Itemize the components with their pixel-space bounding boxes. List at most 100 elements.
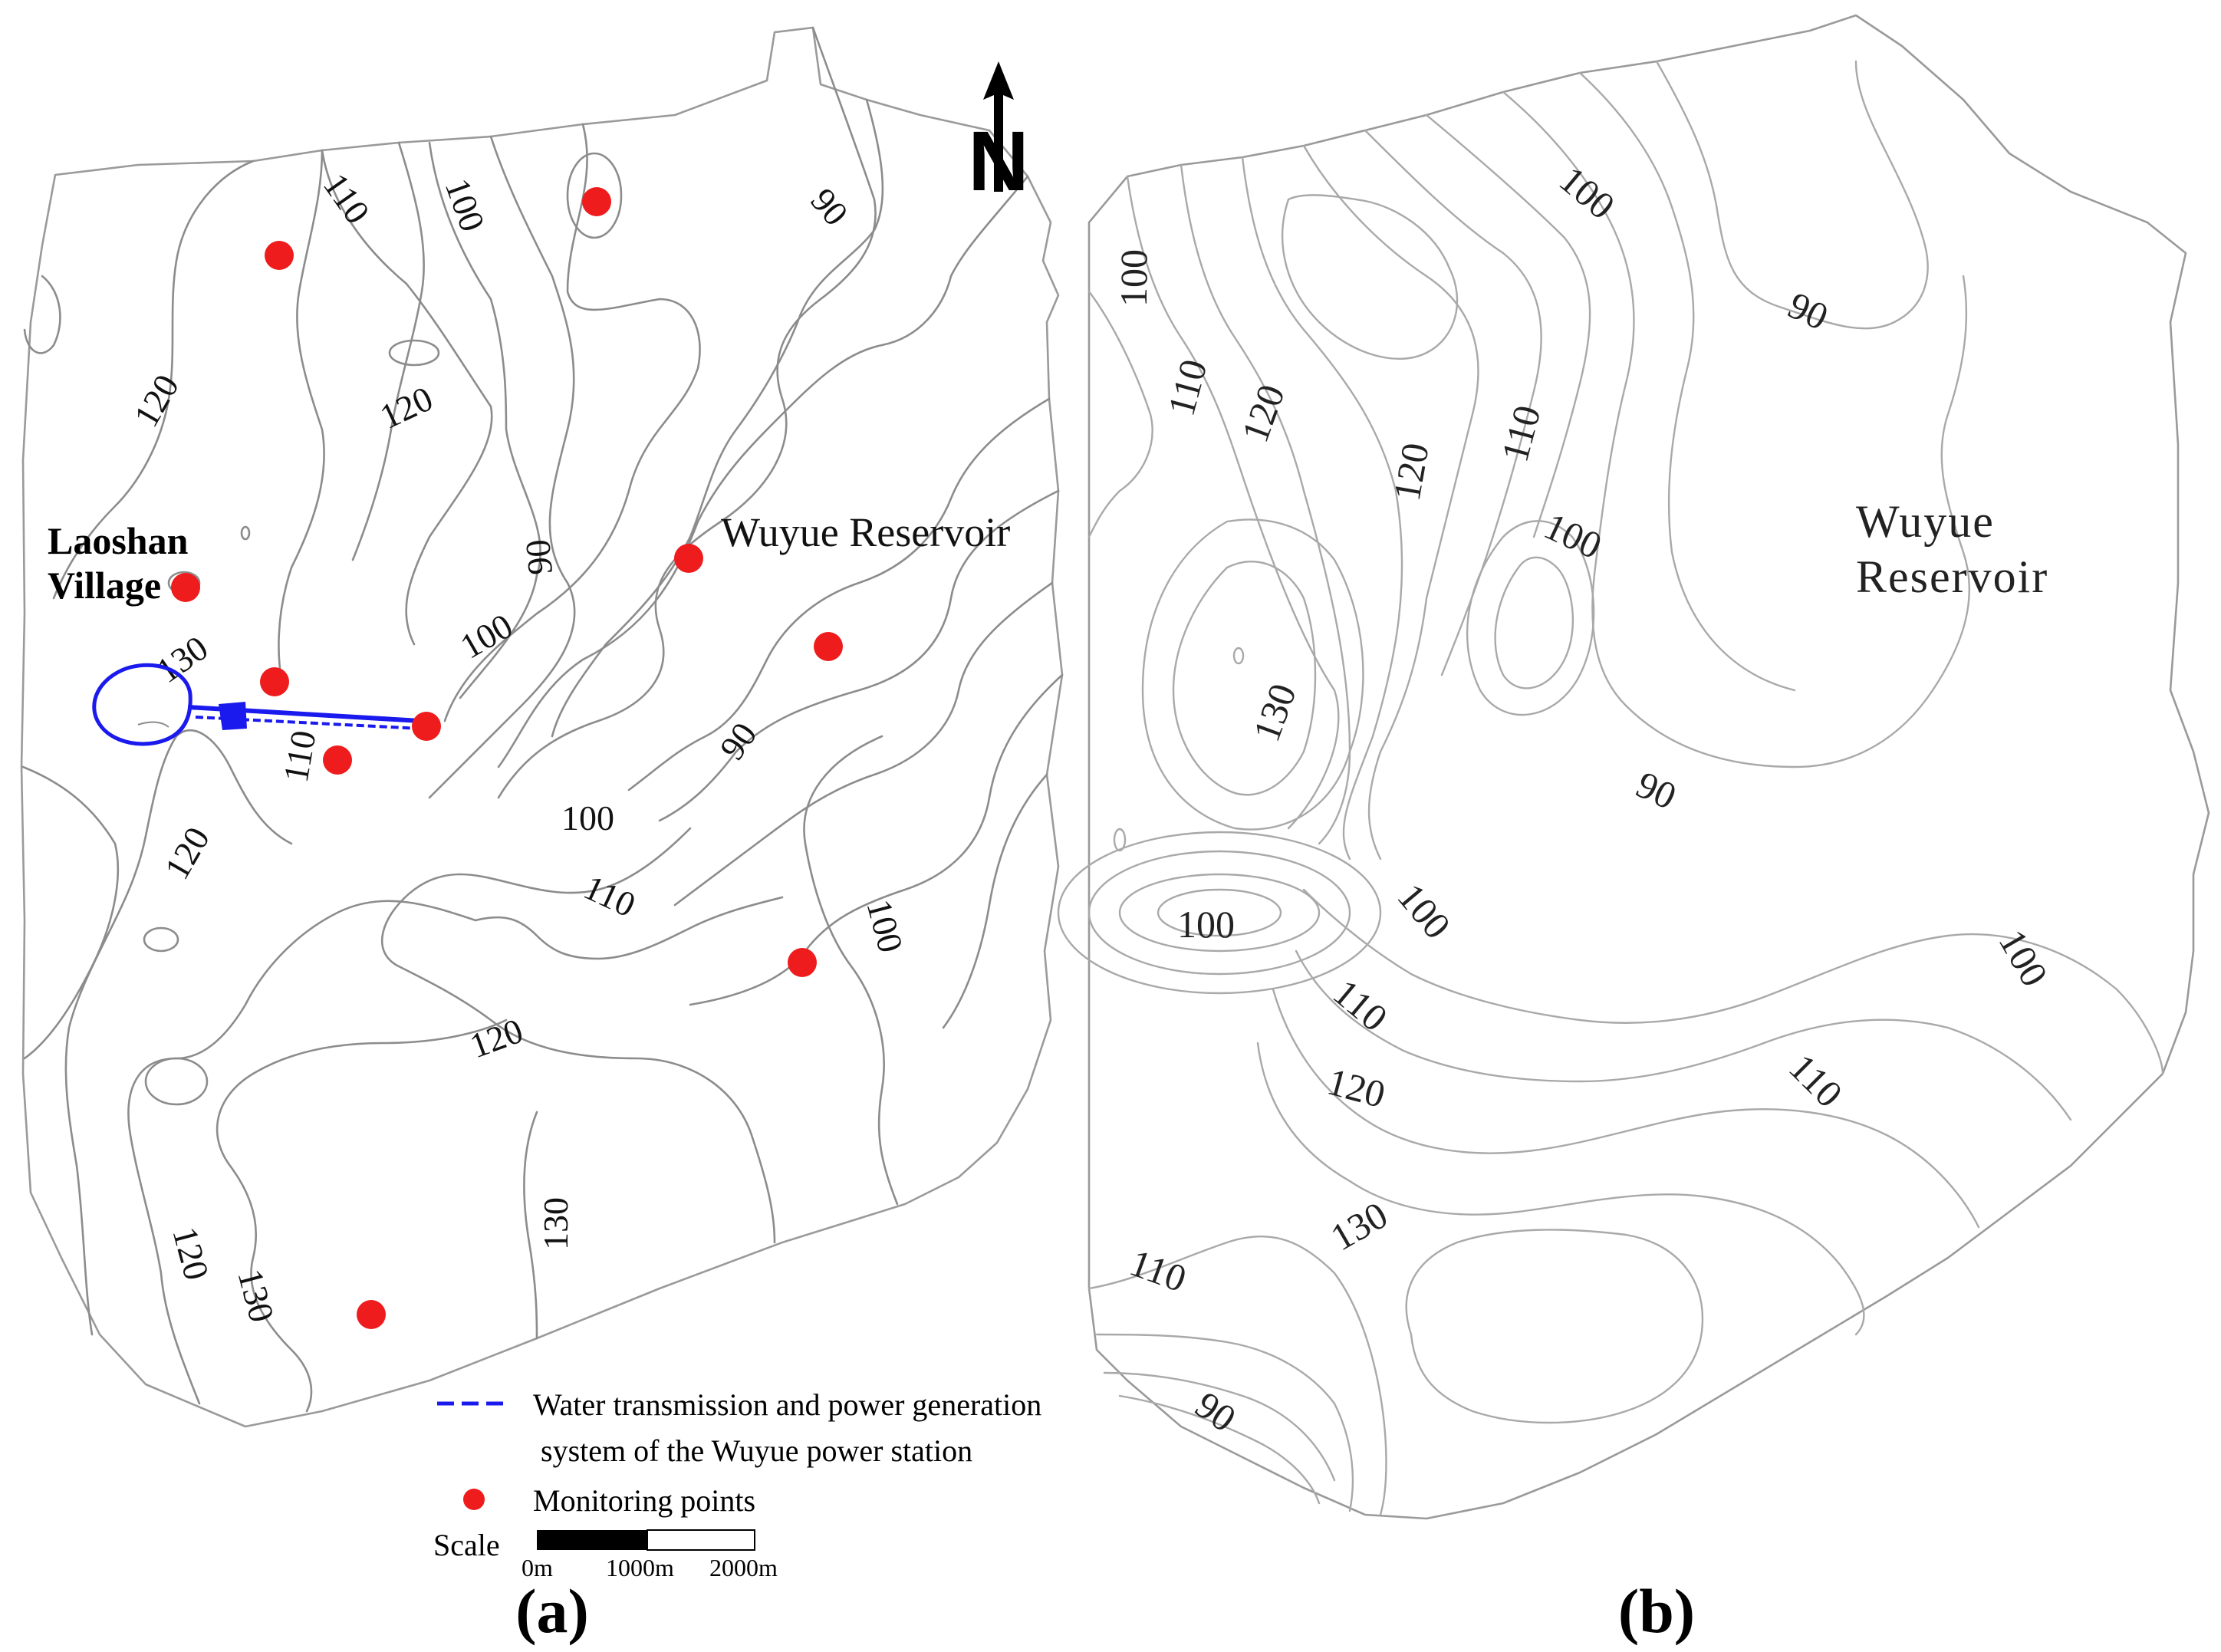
contour-label: 110	[1781, 1045, 1851, 1115]
power-station-system	[92, 663, 421, 746]
contour-line	[321, 149, 493, 646]
contour-line	[1302, 888, 2164, 1075]
contour-line	[1425, 114, 1591, 538]
monitoring-point[interactable]	[265, 241, 294, 270]
contour-line	[1118, 873, 1321, 953]
contour-line	[1256, 1042, 1865, 1336]
contour-line	[1057, 831, 1382, 995]
contour-line	[1113, 828, 1127, 852]
contour-label: 100	[438, 173, 493, 236]
panel-a-map: 110 100 90 120 120 90 130 100 110 90 120…	[20, 26, 1064, 1581]
panel-b-map: 100 90 100 110 120 120 110 100 130 90 10…	[1057, 14, 2210, 1520]
monitoring-point[interactable]	[814, 632, 843, 661]
monitoring-point[interactable]	[260, 667, 289, 696]
contour-label: 120	[1385, 439, 1437, 504]
contour-line	[1364, 129, 1542, 676]
contour-line	[627, 397, 1051, 791]
contour-line	[1172, 560, 1317, 796]
contour-line	[497, 175, 1029, 768]
monitoring-point[interactable]	[357, 1300, 386, 1329]
contour-line	[216, 1019, 508, 1413]
place-label-reservoir: Wuyue	[1856, 496, 1995, 547]
contour-line	[566, 152, 623, 239]
contour-line	[1157, 888, 1282, 937]
contour-line	[1141, 518, 1364, 831]
contour-line	[1087, 1236, 1387, 1516]
panel-a-boundary	[20, 26, 1064, 1428]
monitoring-point[interactable]	[171, 573, 200, 602]
contour-label: 120	[165, 1223, 216, 1284]
contour-line	[21, 765, 119, 1060]
place-label-reservoir: Wuyue Reservoir	[721, 509, 1010, 555]
contour-line	[144, 1057, 209, 1106]
north-arrow-icon: N	[968, 61, 1029, 209]
contour-label: 100	[1538, 504, 1608, 567]
contour-line	[1502, 90, 1971, 768]
monitoring-point[interactable]	[323, 745, 352, 775]
legend-power-system-label: system of the Wuyue power station	[541, 1433, 972, 1468]
contour-label: 110	[1124, 1241, 1192, 1301]
contour-line	[1655, 60, 1929, 330]
contour-label: 100	[1990, 923, 2056, 994]
contour-label: 100	[1551, 158, 1623, 228]
legend-power-system-label: Water transmission and power generation	[533, 1387, 1041, 1422]
scale-bar-label: Scale	[433, 1528, 500, 1562]
contour-label: 90	[712, 716, 764, 767]
monitoring-point[interactable]	[674, 544, 703, 573]
contour-line	[689, 673, 1064, 1006]
place-label-village: Village	[48, 564, 161, 607]
contour-line	[443, 123, 701, 722]
place-label-reservoir: Reservoir	[1856, 551, 2048, 602]
monitoring-points	[171, 187, 843, 1329]
contour-line	[1466, 520, 1595, 716]
contour-line	[1578, 71, 1796, 692]
contour-label: 120	[374, 379, 439, 436]
panel-label-a: (a)	[515, 1576, 589, 1646]
legend-monitoring-label: Monitoring points	[533, 1483, 755, 1518]
contour-label: 100	[1390, 875, 1459, 946]
contour-label: 100	[1177, 903, 1235, 946]
contour-line	[240, 525, 251, 541]
panel-label-b: (b)	[1618, 1576, 1695, 1646]
monitoring-point[interactable]	[788, 948, 817, 977]
contour-label: 110	[1325, 971, 1396, 1040]
panel-b-boundary	[1087, 14, 2210, 1520]
scale-tick-label: 2000m	[709, 1554, 778, 1581]
monitoring-point[interactable]	[582, 187, 611, 216]
contour-line	[1302, 144, 1479, 861]
contour-line	[1087, 290, 1153, 538]
contour-line	[1281, 194, 1459, 360]
contour-label: 130	[230, 1265, 281, 1326]
contour-line	[1103, 1371, 1336, 1482]
power-system-station-icon	[219, 702, 247, 730]
contour-line	[523, 1111, 538, 1340]
monitoring-point[interactable]	[412, 712, 441, 741]
map-legend: Water transmission and power generation …	[433, 1387, 1041, 1581]
contour-line	[1180, 163, 1351, 845]
contour-line	[1272, 988, 1980, 1229]
place-label-village: Laoshan	[48, 519, 189, 562]
contour-line	[428, 135, 576, 799]
contour-label: 130	[149, 628, 215, 690]
contour-label: 130	[1324, 1193, 1395, 1259]
contour-line	[143, 926, 179, 953]
scale-bar-empty	[647, 1529, 755, 1551]
contour-label: 120	[156, 821, 217, 886]
scale-tick-label: 0m	[522, 1554, 553, 1581]
contour-line	[1087, 850, 1351, 976]
north-letter: N	[968, 114, 1028, 209]
contour-line	[1126, 175, 1340, 830]
contour-line	[64, 729, 293, 1336]
contour-label: 120	[465, 1011, 528, 1066]
contour-label: 130	[1245, 678, 1305, 747]
contour-label: 90	[803, 181, 856, 233]
contour-line	[52, 160, 255, 600]
legend-monitoring-symbol	[463, 1489, 485, 1510]
power-system-reservoir-outline	[92, 663, 192, 746]
contour-line	[1095, 1333, 1354, 1512]
contour-label: 120	[1323, 1060, 1390, 1117]
contour-label: 110	[1160, 355, 1216, 420]
contour-label: 110	[276, 728, 324, 785]
contour-line	[497, 26, 877, 799]
